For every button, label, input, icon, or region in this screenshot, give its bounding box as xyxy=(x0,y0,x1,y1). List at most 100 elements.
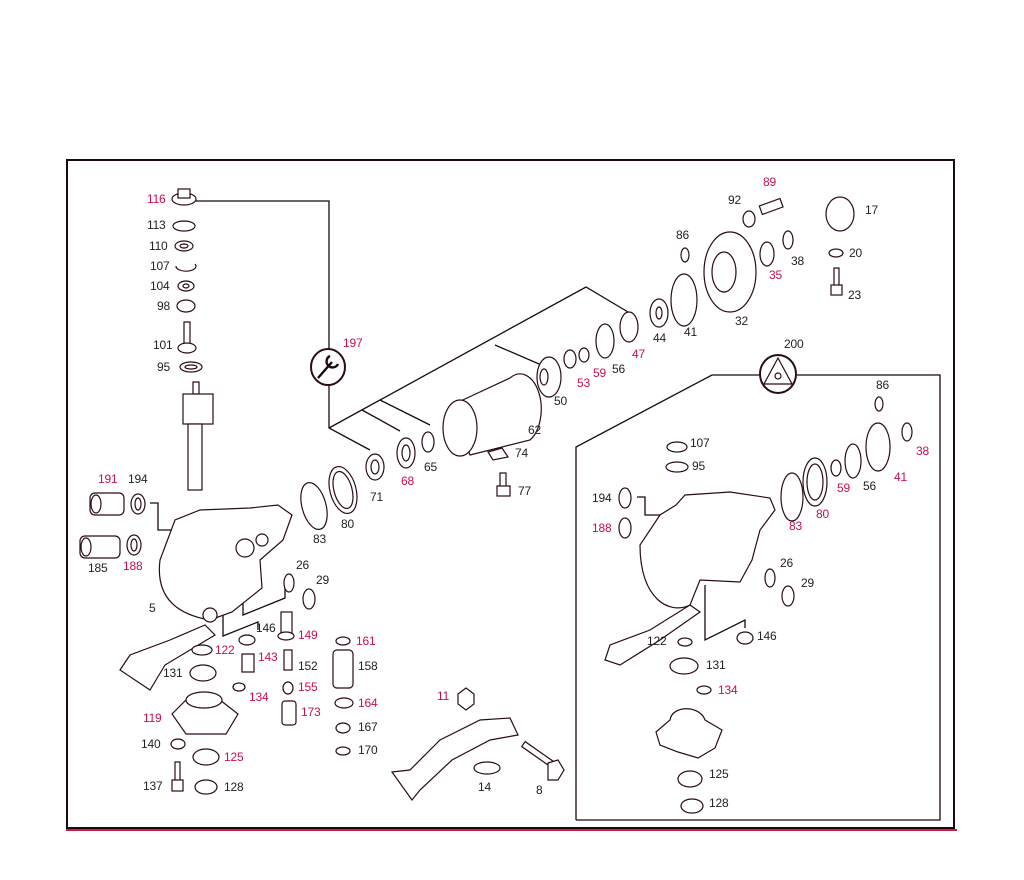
part-137-screw[interactable] xyxy=(171,761,184,792)
part-label-188[interactable]: 188 xyxy=(123,559,143,573)
inset-valve-body-outline[interactable] xyxy=(655,708,723,759)
part-191-fitting[interactable] xyxy=(89,492,125,516)
part-label-77[interactable]: 77 xyxy=(518,484,531,498)
part-167-washer[interactable] xyxy=(335,722,351,734)
part-label-83[interactable]: 83 xyxy=(789,519,802,533)
inset-part-95-seal[interactable] xyxy=(665,461,689,473)
part-label-164[interactable]: 164 xyxy=(358,696,378,710)
part-110-washer[interactable] xyxy=(174,240,194,252)
part-pitman-arm[interactable] xyxy=(390,717,519,801)
part-label-110[interactable]: 110 xyxy=(149,239,168,253)
part-149-pin[interactable] xyxy=(277,611,295,641)
part-label-158[interactable]: 158 xyxy=(358,659,378,673)
inset-part-194-seal[interactable] xyxy=(618,487,632,509)
part-label-95[interactable]: 95 xyxy=(157,360,170,374)
part-label-80[interactable]: 80 xyxy=(816,507,829,521)
part-label-89[interactable]: 89 xyxy=(763,175,776,189)
part-89-bolt[interactable] xyxy=(758,197,784,216)
part-119-valve-body[interactable] xyxy=(171,691,239,735)
part-35-bearing[interactable] xyxy=(759,241,775,267)
part-131-ring[interactable] xyxy=(189,664,217,682)
part-label-38[interactable]: 38 xyxy=(791,254,804,268)
part-label-11[interactable]: 11 xyxy=(437,689,450,703)
part-71-ring[interactable] xyxy=(365,453,385,481)
inset-part-128-ring[interactable] xyxy=(680,798,704,814)
part-label-65[interactable]: 65 xyxy=(424,460,437,474)
part-14-lock-washer[interactable] xyxy=(473,761,501,775)
part-label-125[interactable]: 125 xyxy=(709,767,729,781)
part-label-86[interactable]: 86 xyxy=(876,378,889,392)
part-29-clip[interactable] xyxy=(302,588,316,610)
part-92-washer[interactable] xyxy=(742,210,756,228)
part-label-137[interactable]: 137 xyxy=(143,779,163,793)
part-label-17[interactable]: 17 xyxy=(865,203,878,217)
inset-part-38-ring[interactable] xyxy=(901,422,913,442)
inset-part-107-circlip[interactable] xyxy=(666,441,688,453)
part-label-53[interactable]: 53 xyxy=(577,376,590,390)
inset-part-125-bushing[interactable] xyxy=(677,770,703,788)
part-label-119[interactable]: 119 xyxy=(143,711,162,725)
part-8-bolt[interactable] xyxy=(520,740,565,781)
part-173-plug[interactable] xyxy=(281,700,297,726)
part-label-128[interactable]: 128 xyxy=(224,780,244,794)
part-label-104[interactable]: 104 xyxy=(150,279,170,293)
part-label-83[interactable]: 83 xyxy=(313,532,326,546)
part-68-ring[interactable] xyxy=(396,437,416,469)
part-label-170[interactable]: 170 xyxy=(358,743,378,757)
part-41-seal-ring[interactable] xyxy=(670,273,698,327)
part-140-washer[interactable] xyxy=(170,738,186,750)
part-98-disc[interactable] xyxy=(176,299,196,313)
part-label-128[interactable]: 128 xyxy=(709,796,729,810)
part-label-86[interactable]: 86 xyxy=(676,228,689,242)
part-47-ring[interactable] xyxy=(619,311,639,343)
inset-part-86-washer[interactable] xyxy=(874,396,884,412)
part-107-circlip[interactable] xyxy=(175,263,197,272)
part-86-washer[interactable] xyxy=(680,247,690,263)
part-label-74[interactable]: 74 xyxy=(515,446,528,460)
part-164-circlip[interactable] xyxy=(334,697,354,709)
part-32-cover[interactable] xyxy=(703,231,757,313)
part-label-125[interactable]: 125 xyxy=(224,750,244,764)
part-113-clip[interactable] xyxy=(172,220,196,232)
part-label-71[interactable]: 71 xyxy=(370,490,383,504)
part-152-pin[interactable] xyxy=(283,649,293,671)
part-50-piston[interactable] xyxy=(536,356,562,398)
wrench-icon[interactable] xyxy=(310,348,346,386)
part-56-ring[interactable] xyxy=(595,323,615,359)
part-65-ring[interactable] xyxy=(421,431,435,453)
part-185-fitting[interactable] xyxy=(79,535,121,559)
part-83-seal-ring[interactable] xyxy=(296,480,332,533)
inset-part-122-seal[interactable] xyxy=(677,637,693,647)
part-label-68[interactable]: 68 xyxy=(401,474,414,488)
inset-part-83-seal-ring[interactable] xyxy=(780,472,804,522)
part-80-seal-ring[interactable] xyxy=(324,463,362,516)
part-26-washer[interactable] xyxy=(283,573,295,593)
part-59-washer[interactable] xyxy=(578,347,590,363)
part-188-seal[interactable] xyxy=(126,534,142,556)
part-label-185[interactable]: 185 xyxy=(88,561,108,575)
part-20-clip[interactable] xyxy=(828,248,844,258)
part-label-59[interactable]: 59 xyxy=(837,481,850,495)
part-label-197[interactable]: 197 xyxy=(343,336,363,350)
part-158-valve[interactable] xyxy=(332,649,354,689)
part-95-seal[interactable] xyxy=(179,361,203,373)
part-label-98[interactable]: 98 xyxy=(157,299,170,313)
part-label-191[interactable]: 191 xyxy=(98,472,118,486)
inset-part-29-clip[interactable] xyxy=(781,585,795,607)
inset-part-56-ring[interactable] xyxy=(844,443,862,479)
part-23-screw[interactable] xyxy=(830,267,843,296)
part-label-194[interactable]: 194 xyxy=(128,472,148,486)
inset-part-26-washer[interactable] xyxy=(764,568,776,588)
part-label-167[interactable]: 167 xyxy=(358,720,378,734)
inset-part-131-ring[interactable] xyxy=(669,657,699,675)
part-label-122[interactable]: 122 xyxy=(215,643,235,657)
part-11-nut[interactable] xyxy=(457,687,475,711)
part-label-8[interactable]: 8 xyxy=(536,783,543,797)
part-label-134[interactable]: 134 xyxy=(718,683,738,697)
part-label-50[interactable]: 50 xyxy=(554,394,567,408)
part-161-washer[interactable] xyxy=(335,636,351,646)
part-label-92[interactable]: 92 xyxy=(728,193,741,207)
part-label-173[interactable]: 173 xyxy=(301,705,321,719)
inset-part-59-washer[interactable] xyxy=(830,459,842,477)
part-label-116[interactable]: 116 xyxy=(147,192,166,206)
